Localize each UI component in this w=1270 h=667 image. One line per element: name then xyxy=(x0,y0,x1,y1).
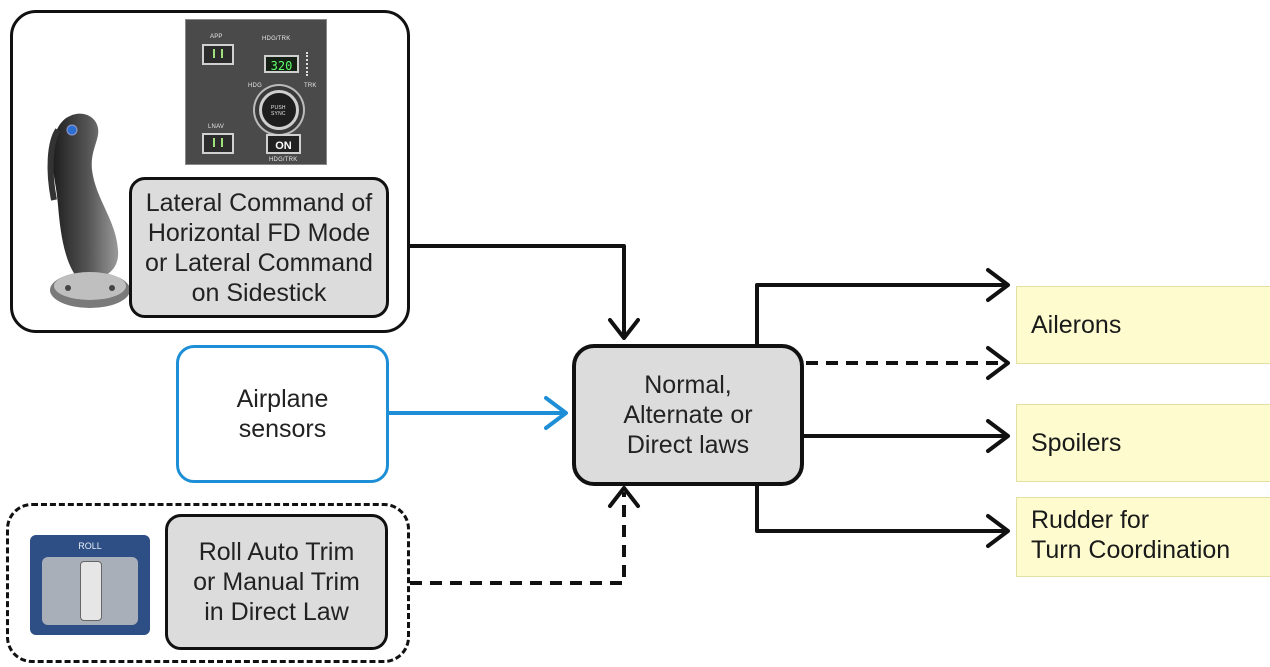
lateral-arrowhead xyxy=(608,318,640,340)
airplane-sensors-box: Airplane sensors xyxy=(176,345,389,483)
ailerons-arrowhead-dashed xyxy=(986,346,1010,380)
roll-trim-group xyxy=(6,503,410,663)
fcu-lnav-button xyxy=(202,133,234,154)
roll-trim-panel-image: ROLL xyxy=(30,535,150,635)
ailerons-arrowhead-solid xyxy=(986,268,1010,302)
trim-arrowhead xyxy=(608,486,640,508)
fcu-knob-label: PUSH SYNC xyxy=(271,105,286,117)
roll-trim-box: Roll Auto Trim or Manual Trim in Direct … xyxy=(165,514,388,650)
lateral-to-laws-arrow xyxy=(408,244,626,338)
trim-to-laws-dashed xyxy=(410,492,626,585)
sidestick-image xyxy=(47,113,130,308)
control-laws-box: Normal, Alternate or Direct laws xyxy=(572,344,804,486)
rudder-output: Rudder for Turn Coordination xyxy=(1016,497,1270,577)
rudder-arrowhead xyxy=(986,514,1010,548)
fcu-on-button: ON xyxy=(266,134,301,154)
fcu-panel-image: APP HDG/TRK 320 HDG TRK PUSH SYNC LNAV O… xyxy=(185,19,327,165)
fcu-heading-knob: PUSH SYNC xyxy=(259,90,299,130)
fcu-lnav-label: LNAV xyxy=(208,124,225,130)
ailerons-output: Ailerons xyxy=(1016,286,1270,364)
fcu-hdg-label: HDG xyxy=(248,83,262,89)
roll-trim-knob xyxy=(80,561,102,621)
fcu-trk-label: TRK xyxy=(304,83,317,89)
fcu-heading-window: 320 xyxy=(264,55,299,73)
fcu-bottom-label: HDG/TRK xyxy=(269,157,298,163)
roll-trim-wheel xyxy=(42,557,138,625)
spoilers-output: Spoilers xyxy=(1016,404,1270,482)
lateral-command-box: Lateral Command of Horizontal FD Mode or… xyxy=(129,177,389,318)
spoilers-arrowhead xyxy=(986,419,1010,453)
fcu-hdg-trk-label: HDG/TRK xyxy=(262,36,291,42)
sensors-arrowhead xyxy=(544,396,568,430)
laws-to-ailerons-arrow xyxy=(755,283,1008,346)
fcu-dot-indicator xyxy=(306,52,310,76)
roll-label: ROLL xyxy=(78,541,102,551)
fcu-app-button xyxy=(202,44,234,65)
laws-to-rudder-arrow xyxy=(755,484,1008,533)
fcu-app-label: APP xyxy=(210,34,223,40)
